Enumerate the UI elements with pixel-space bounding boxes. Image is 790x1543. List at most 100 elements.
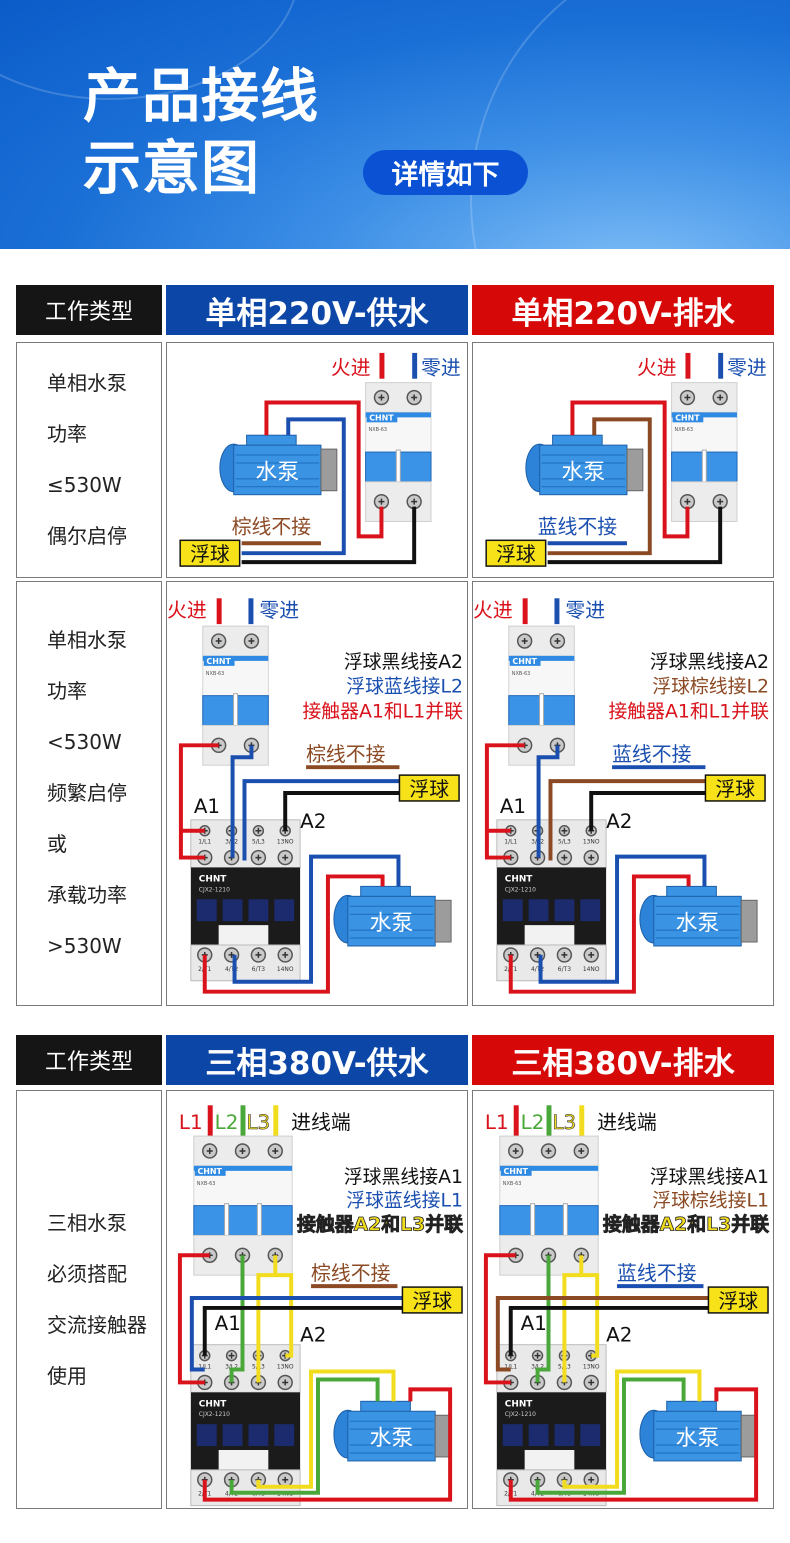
wiring-note: 浮球蓝线接L2	[346, 676, 463, 698]
pump-l2-wire	[535, 1377, 686, 1495]
screw-slot-icon	[282, 854, 289, 861]
black-wire	[241, 506, 417, 565]
desc-line: 承载功率	[47, 883, 127, 907]
float-to-pump-wire	[241, 417, 346, 556]
wiring-note: 接触器A1和L1并联	[608, 701, 769, 723]
breaker-band	[508, 655, 575, 661]
screw-slot-icon	[411, 498, 418, 505]
breaker-band	[671, 412, 738, 418]
wiring-note: 浮球黑线接A2	[650, 651, 769, 673]
brand-label: CHNT	[206, 657, 231, 666]
pump-shaft	[320, 448, 338, 492]
screw-slot-icon	[255, 827, 262, 834]
neutral-in-label: 零进	[727, 357, 767, 380]
contactor-window	[196, 899, 217, 922]
work-type-header: 工作类型	[16, 1035, 162, 1085]
live-marker	[685, 352, 691, 379]
contactor-window	[274, 1424, 295, 1447]
screw-slot-icon	[588, 854, 595, 861]
contactor-window	[248, 1424, 269, 1447]
contactor-window	[580, 899, 601, 922]
screw-slot-icon	[521, 638, 528, 644]
float-switch	[704, 774, 766, 802]
brand-label: CHNT	[197, 1167, 222, 1176]
handle-divider	[530, 1203, 536, 1238]
screw-slot-icon	[512, 1148, 519, 1154]
handle-divider	[701, 449, 707, 485]
wiring-note: 浮球棕线接L2	[652, 676, 769, 698]
incoming-label: 进线端	[597, 1111, 657, 1134]
terminal-label: 1/L1	[504, 1364, 517, 1371]
terminal-label: 14NO	[583, 966, 600, 973]
terminal-label: 1/L1	[198, 839, 211, 846]
l2-wire	[229, 1255, 245, 1383]
banner-title-line1: 产品接线	[83, 62, 320, 130]
pump-l1-wire	[202, 1387, 453, 1502]
brand-label: CHNT	[199, 874, 228, 884]
wiring-note: 浮球黑线接A1	[344, 1166, 463, 1188]
neutral-wire	[230, 745, 254, 858]
brand-label-bg	[203, 655, 235, 666]
l3-wire	[562, 1255, 584, 1383]
float-label: 浮球	[190, 543, 230, 566]
float-label: 浮球	[496, 543, 536, 566]
live-wire	[178, 743, 219, 860]
terminal-label: 5/L3	[558, 839, 571, 846]
breaker-model: NXB-63	[503, 1181, 522, 1187]
contactor-model: CJX2-1210	[199, 1411, 230, 1418]
desc-line: 功率	[47, 679, 87, 703]
screw-slot-icon	[215, 638, 222, 644]
breaker-handle	[193, 1205, 293, 1236]
desc-line: 偶尔启停	[47, 524, 127, 548]
terminal-label: 1/L1	[198, 1364, 211, 1371]
screw-slot-icon	[554, 638, 561, 644]
terminal-label: 4/T2	[531, 966, 544, 973]
handle-divider	[562, 1203, 568, 1238]
live-wire	[570, 400, 690, 539]
wiring-note: 浮球黑线接A1	[650, 1166, 769, 1188]
brand-label-bg	[672, 412, 704, 423]
wiring-note: 接触器A2和L3并联	[603, 1212, 769, 1235]
a2-label: A2	[606, 810, 632, 833]
black-wire	[589, 791, 706, 831]
contactor-window	[502, 1424, 523, 1447]
contactor-slider	[218, 1449, 269, 1470]
wiring-note: 浮球棕线接L1	[652, 1190, 769, 1212]
row-description: 单相水泵 功率 ≤530W 偶尔启停	[16, 342, 162, 578]
float-label: 浮球	[715, 778, 755, 801]
l3-wire	[256, 1255, 278, 1383]
brand-label: CHNT	[505, 874, 534, 884]
details-button[interactable]: 详情如下	[363, 150, 528, 195]
a2-bridge-wire	[581, 1273, 600, 1358]
pump-l3-wire	[562, 1369, 702, 1489]
a2-bridge-wire	[275, 1273, 294, 1358]
float-label: 浮球	[409, 778, 449, 801]
unused-wire-label: 蓝线不接	[617, 1262, 697, 1285]
banner: 产品接线 示意图 详情如下	[0, 0, 790, 249]
live-in-label: 火进	[637, 357, 677, 380]
incoming-label: 进线端	[291, 1111, 351, 1134]
desc-line: 必须搭配	[47, 1261, 127, 1286]
screw-slot-icon	[561, 951, 568, 958]
screw-slot-icon	[578, 1148, 585, 1154]
row-description: 单相水泵 功率 <530W 频繁启停 或 承载功率 >530W	[16, 581, 162, 1006]
breaker-model: NXB-63	[369, 427, 388, 433]
brand-label: CHNT	[505, 1399, 534, 1409]
brand-label: CHNT	[512, 657, 537, 666]
pump-l3-wire	[256, 1369, 396, 1489]
screw-slot-icon	[717, 498, 724, 505]
l2-label: L2	[521, 1111, 545, 1134]
neutral-in-label: 零进	[259, 599, 299, 622]
screw-slot-icon	[534, 1352, 541, 1359]
desc-line: 单相水泵	[47, 628, 127, 652]
handle-divider	[539, 693, 545, 728]
breaker-band	[202, 655, 269, 661]
pump-label: 水泵	[562, 460, 606, 485]
desc-line: >530W	[47, 934, 122, 958]
terminal-label: 5/L3	[252, 839, 265, 846]
brand-label: CHNT	[369, 413, 394, 422]
screw-slot-icon	[411, 394, 418, 401]
screw-slot-icon	[588, 1476, 595, 1483]
